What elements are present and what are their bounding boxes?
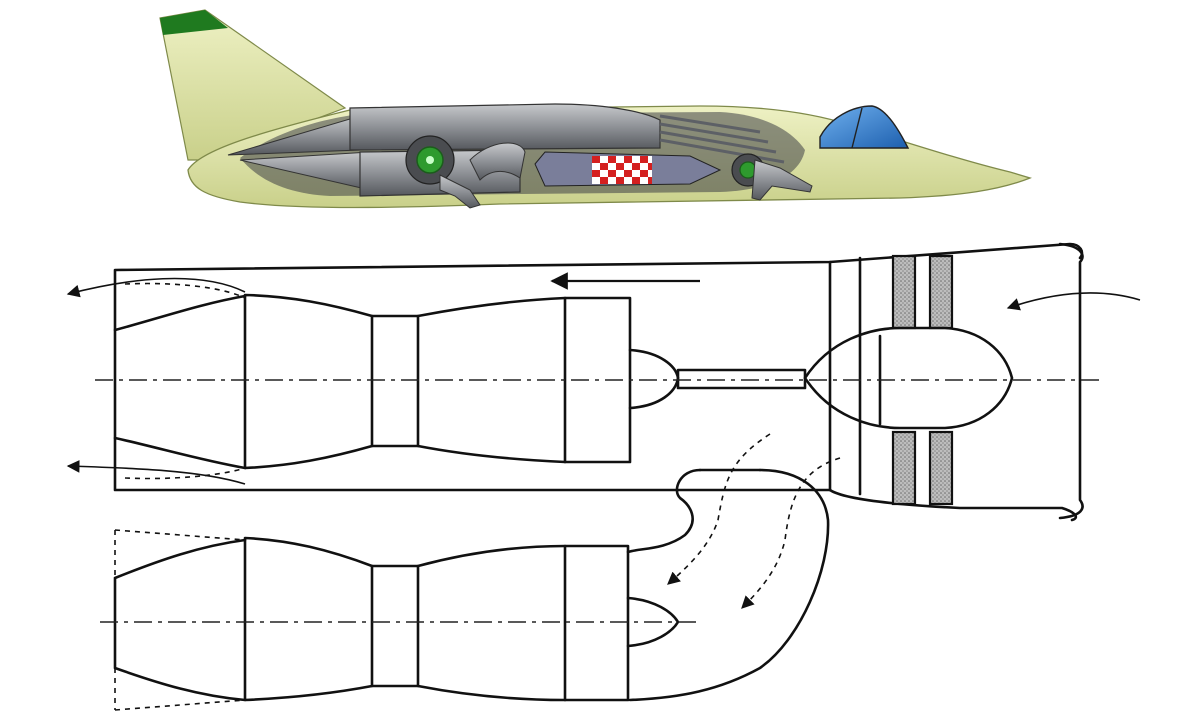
duct-flow-arrow-2 <box>741 457 841 609</box>
lift-engine-front <box>243 536 374 702</box>
canopy <box>819 105 910 149</box>
exhaust-plume-top <box>124 282 246 480</box>
intake-rails <box>659 114 785 164</box>
aircraft-side-view <box>159 9 1032 209</box>
lift-exhaust-cone <box>113 538 247 702</box>
fan-vanes <box>891 254 954 506</box>
duct-flow-arrow-1 <box>667 433 771 585</box>
fan-spinner <box>803 326 1014 430</box>
fan-frame <box>828 256 862 496</box>
intake-arrow <box>1006 292 1141 311</box>
s-duct-outer <box>626 468 702 554</box>
outer-casing-lower-edge <box>828 488 1078 522</box>
intake-lip <box>1058 242 1084 520</box>
flow-arrow-out-upper <box>66 277 246 298</box>
exhaust-cone-top <box>113 294 247 470</box>
lift-engine-mid <box>370 564 420 688</box>
internal-store <box>534 151 722 187</box>
main-wheel <box>405 135 481 209</box>
lift-exhaust-plume <box>114 529 246 711</box>
lift-engine-rear <box>416 544 630 702</box>
flow-arrow-out-lower <box>66 459 246 485</box>
nose-wheel <box>731 153 813 201</box>
turbine-bullet <box>628 348 680 410</box>
core-engine-top <box>243 293 374 470</box>
s-duct-outer-right <box>628 468 830 702</box>
tail-tip <box>160 10 228 35</box>
s-duct <box>469 142 526 181</box>
drive-shaft <box>676 368 807 390</box>
core-engine-top-mid <box>370 314 420 448</box>
